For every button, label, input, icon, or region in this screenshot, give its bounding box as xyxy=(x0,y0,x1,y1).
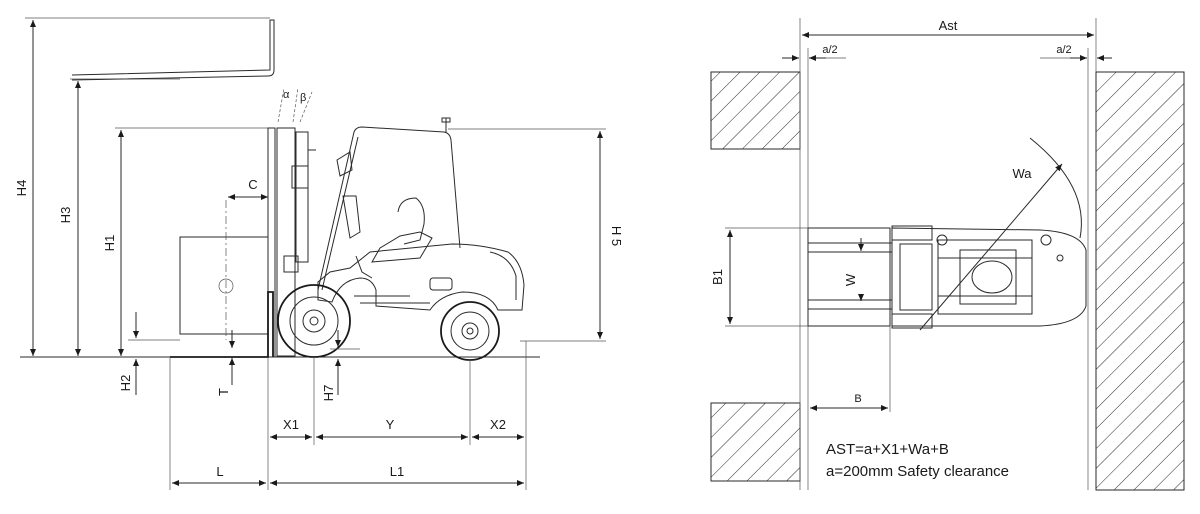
ast-formula: AST=a+X1+Wa+B xyxy=(826,441,949,458)
label-h3: H3 xyxy=(58,207,73,224)
dim-a2-left: a/2 xyxy=(782,44,846,61)
alpha-label: α xyxy=(283,89,290,101)
clearance-note: a=200mm Safety clearance xyxy=(826,463,1009,480)
tilt-angles: α β xyxy=(277,87,313,123)
label-b: B xyxy=(854,393,861,405)
label-w: W xyxy=(843,273,858,286)
dim-b: B xyxy=(810,326,891,412)
label-ast: Ast xyxy=(939,18,958,33)
label-c: C xyxy=(248,177,257,192)
dim-h5: H 5 xyxy=(448,128,624,342)
truck-body xyxy=(317,117,525,311)
load-top xyxy=(807,227,891,327)
dim-t: T xyxy=(216,330,235,396)
dim-l-l1: L L1 xyxy=(172,464,524,486)
dim-h7: H7 xyxy=(321,330,360,401)
label-h4: H4 xyxy=(14,180,29,197)
label-a2-left: a/2 xyxy=(822,44,837,56)
dim-h2: H2 xyxy=(118,312,180,395)
label-l: L xyxy=(216,464,223,479)
label-x2: X2 xyxy=(490,417,506,432)
truck-top xyxy=(891,225,1087,329)
label-l1: L1 xyxy=(390,464,404,479)
label-wa: Wa xyxy=(1012,166,1032,181)
dim-h1: H1 xyxy=(102,127,275,356)
beta-label: β xyxy=(300,92,306,104)
dim-a2-right: a/2 xyxy=(1040,44,1112,61)
label-a2-right: a/2 xyxy=(1056,44,1071,56)
mast xyxy=(267,127,316,358)
dim-x1-y-x2: X1 Y X2 xyxy=(270,417,524,440)
dim-c: C xyxy=(228,177,268,200)
top-view: Ast a/2 a/2 Wa xyxy=(710,18,1185,491)
dim-w: W xyxy=(843,238,864,301)
load-box xyxy=(179,236,269,335)
label-h5: H 5 xyxy=(609,226,624,246)
dim-ast: Ast xyxy=(802,18,1094,38)
rack-block-top xyxy=(710,71,801,150)
turning-radius: Wa xyxy=(919,137,1082,331)
front-wheel xyxy=(277,284,351,358)
rack-wall-right xyxy=(1095,71,1185,491)
label-y: Y xyxy=(386,417,395,432)
rear-wheel xyxy=(440,301,500,361)
label-t: T xyxy=(216,388,231,396)
label-h1: H1 xyxy=(102,235,117,252)
label-x1: X1 xyxy=(283,417,299,432)
dim-h3: H3 xyxy=(58,78,180,356)
label-h2: H2 xyxy=(118,375,133,392)
label-b1: B1 xyxy=(710,269,725,285)
side-view: H4 H3 H1 H2 T xyxy=(14,17,624,490)
dim-h4: H4 xyxy=(14,17,270,356)
rack-block-bottom xyxy=(710,402,801,482)
raised-fork xyxy=(71,19,275,81)
lowered-fork xyxy=(170,291,274,358)
label-h7: H7 xyxy=(321,385,336,402)
dim-b1: B1 xyxy=(710,227,808,327)
